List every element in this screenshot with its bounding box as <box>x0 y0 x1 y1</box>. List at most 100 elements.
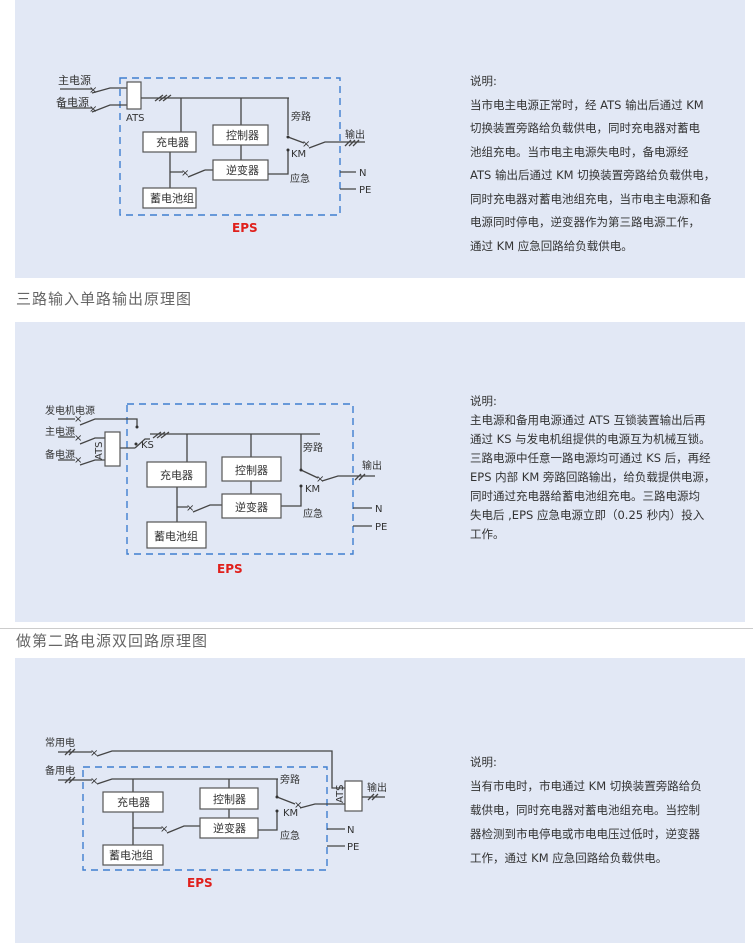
description-heading: 说明: <box>470 394 497 408</box>
section-1-description: 说明: 当市电主电源正常时，经 ATS 输出后通过 KM 切换装置旁路给负载供电… <box>470 70 745 258</box>
breaker-x-icon: × <box>294 800 302 811</box>
description-line: ATS 输出后通过 KM 切换装置旁路给负载供电， <box>470 168 716 182</box>
inverter-label: 逆变器 <box>226 163 259 177</box>
input-wiring <box>58 418 320 466</box>
inverter-box <box>212 159 269 181</box>
section-1-panel <box>15 0 745 278</box>
breaker-x-icon: × <box>90 748 98 759</box>
breaker-x-icon: × <box>74 414 82 425</box>
battery-label: 蓄电池组 <box>150 191 194 205</box>
input-label: 主电源 <box>45 425 75 438</box>
output-label: 输出 <box>345 128 365 141</box>
controller-box <box>199 787 259 810</box>
input-label: 发电机电源 <box>45 404 95 417</box>
input-label: 常用电 <box>45 736 75 749</box>
ats-box <box>126 81 142 110</box>
n-pe-lines <box>353 507 372 527</box>
breaker-x-icon: × <box>186 503 194 514</box>
charger-label: 充电器 <box>156 135 189 149</box>
breaker-x-icon: × <box>160 824 168 835</box>
input-label: 备用电 <box>45 764 75 777</box>
breaker-x-icon: × <box>316 474 324 485</box>
km-switch <box>300 469 375 482</box>
eps-label: EPS <box>187 876 213 890</box>
description-heading: 说明: <box>470 755 497 769</box>
charger-box <box>146 461 207 488</box>
description-line: 器检测到市电停电或市电电压过低时，逆变器 <box>470 827 700 841</box>
breaker-x-icon: × <box>302 139 310 150</box>
inverter-label: 逆变器 <box>235 500 268 514</box>
km-switch <box>276 796 345 809</box>
inverter-box <box>221 493 282 519</box>
km-switch <box>287 136 365 149</box>
ats-label: ATS <box>94 441 105 460</box>
output-label: 输出 <box>362 459 382 472</box>
controller-label: 控制器 <box>226 128 259 142</box>
description-line: 主电源和备用电源通过 ATS 互锁装置输出后再 <box>470 413 706 427</box>
ats-box <box>344 780 363 812</box>
controller-label: 控制器 <box>235 463 268 477</box>
diagram-3: 常用电 备用电 × × ATS 输出 × 充电器 控制器 逆变器 蓄电池组 旁路… <box>45 736 387 890</box>
description-line: 工作，通过 KM 应急回路给负载供电。 <box>470 851 668 865</box>
charger-label: 充电器 <box>117 795 150 809</box>
eps-boundary <box>126 403 354 555</box>
emergency-label: 应急 <box>303 507 323 520</box>
description-line: 同时通过充电器给蓄电池组充电。三路电源均 <box>470 489 700 503</box>
wiring <box>132 779 278 845</box>
pe-label: PE <box>347 842 359 853</box>
diagram-2: 发电机电源 主电源 备电源 × × × ATS KS × 充电器 控制器 逆变器… <box>45 403 387 576</box>
n-label: N <box>375 504 382 515</box>
divider <box>0 628 753 629</box>
description-heading: 说明: <box>470 74 497 88</box>
description-line: 池组充电。当市电主电源失电时，备电源经 <box>470 144 689 159</box>
diagram-1: 主电源 备电源 × × ATS × 充电器 控制器 逆变器 蓄电池组 旁路 × … <box>56 73 371 235</box>
ks-label: KS <box>141 440 154 451</box>
n-label: N <box>359 168 366 179</box>
controller-box <box>212 124 269 146</box>
input-wiring <box>58 748 345 789</box>
output-label: 输出 <box>367 781 387 794</box>
km-label: KM <box>283 808 298 819</box>
battery-box <box>102 844 164 866</box>
pe-label: PE <box>375 522 387 533</box>
battery-label: 蓄电池组 <box>109 848 153 862</box>
km-label: KM <box>305 484 320 495</box>
section-2-title: 三路输入单路输出原理图 <box>16 290 193 308</box>
description-line: 当有市电时，市电通过 KM 切换装置旁路给负 <box>470 779 702 793</box>
ats-box <box>104 431 121 467</box>
section-2-panel <box>15 322 745 622</box>
battery-box <box>146 521 207 549</box>
description-line: 三路电源中任意一路电源均可通过 KS 后，再经 <box>470 451 711 465</box>
description-line: 失电后 ,EPS 应急电源立即（0.25 秒内）投入 <box>470 508 705 522</box>
controller-label: 控制器 <box>213 792 246 806</box>
breaker-x-icon: × <box>181 168 189 179</box>
n-pe-lines <box>340 171 356 190</box>
breaker-x-icon: × <box>90 776 98 787</box>
section-3-description: 说明: 当有市电时，市电通过 KM 切换装置旁路给负 载供电，同时充电器对蓄电池… <box>470 750 745 870</box>
input-label: 备电源 <box>56 95 89 109</box>
section-3-title: 做第二路电源双回路原理图 <box>16 632 209 650</box>
n-label: N <box>347 825 354 836</box>
breaker-x-icon: × <box>74 433 82 444</box>
input-label: 主电源 <box>58 73 91 87</box>
description-line: 切换装置旁路给负载供电，同时充电器对蓄电 <box>470 121 700 135</box>
output-line <box>362 793 385 801</box>
pe-label: PE <box>359 185 371 196</box>
input-switch-lines <box>60 87 128 113</box>
inverter-box <box>199 817 259 839</box>
description-line: 载供电，同时充电器对蓄电池组充电。当控制 <box>470 803 700 817</box>
bypass-label: 旁路 <box>303 441 323 454</box>
bypass-label: 旁路 <box>291 110 311 123</box>
breaker-x-icon: × <box>89 104 97 115</box>
charger-box <box>102 791 164 813</box>
wiring <box>169 98 289 188</box>
description-line: 当市电主电源正常时，经 ATS 输出后通过 KM <box>470 97 704 112</box>
main-bus <box>141 94 289 102</box>
emergency-label: 应急 <box>290 172 310 185</box>
charger-label: 充电器 <box>160 468 193 482</box>
ats-label: ATS <box>335 784 346 803</box>
eps-boundary <box>82 766 328 871</box>
description-line: 同时充电器对蓄电池组充电，当市电主电源和备 <box>470 191 712 206</box>
breaker-x-icon: × <box>74 455 82 466</box>
